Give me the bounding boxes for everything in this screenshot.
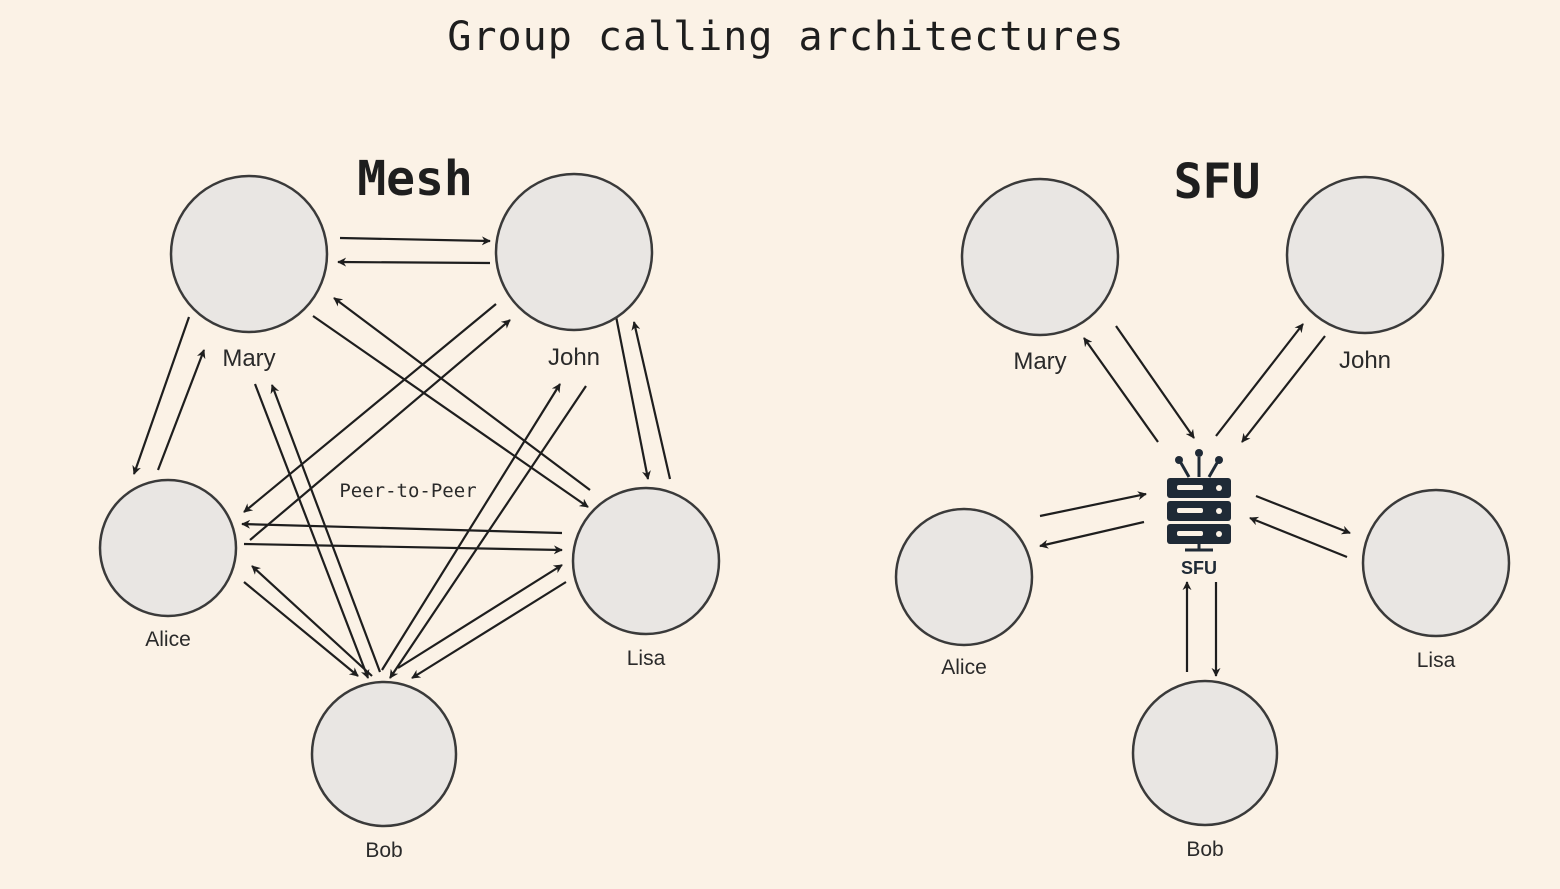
arrow-alice-to-bob: [243, 581, 359, 677]
sfu-connection-arrows: [1039, 323, 1351, 677]
mesh-avatar-alice: [98, 478, 238, 618]
sfu-label-lisa: Lisa: [1417, 649, 1456, 672]
arrow-mary-to-lisa: [312, 315, 589, 508]
arrow-alice-to-sfu: [1039, 491, 1147, 518]
avatar-ring: [1131, 679, 1279, 827]
avatar-ring: [894, 507, 1034, 647]
arrow-alice-to-john: [249, 319, 511, 541]
sfu-label-john: John: [1339, 347, 1391, 374]
avatar-background: [1133, 681, 1277, 825]
arrow-bob-to-mary: [270, 384, 382, 673]
avatar-ring: [1361, 488, 1511, 638]
mesh-label-bob: Bob: [365, 839, 402, 862]
arrow-mary-to-alice: [132, 316, 191, 475]
arrow-bob-to-lisa: [397, 564, 563, 669]
avatar-ring: [169, 174, 329, 334]
arrow-sfu-to-lisa: [1255, 494, 1351, 535]
sfu-avatar-lisa: [1361, 488, 1511, 638]
sfu-avatar-john: [1285, 175, 1445, 335]
avatar-background: [1363, 490, 1509, 636]
arrow-mary-to-john: [339, 236, 491, 246]
arrow-lisa-to-bob: [411, 581, 567, 679]
avatar-ring: [571, 486, 721, 636]
page-title: Group calling architectures: [447, 14, 1124, 60]
arrow-john-to-alice: [243, 303, 497, 513]
avatar-ring: [98, 478, 238, 618]
sfu-label-bob: Bob: [1186, 838, 1223, 861]
mesh-label-lisa: Lisa: [627, 647, 666, 670]
arrow-bob-to-alice: [251, 565, 373, 677]
sfu-label-mary: Mary: [1013, 348, 1066, 375]
arrow-bob-to-john: [381, 383, 561, 671]
arrow-alice-to-mary: [156, 349, 206, 471]
avatar-background: [312, 682, 456, 826]
sfu-label-alice: Alice: [941, 656, 987, 679]
avatar-background: [962, 179, 1118, 335]
arrow-lisa-to-john: [631, 321, 672, 480]
avatar-background: [496, 174, 652, 330]
mesh-peer-to-peer-label: Peer-to-Peer: [339, 480, 476, 502]
sfu-avatar-alice: [894, 507, 1034, 647]
avatar-ring: [494, 172, 654, 332]
avatar-background: [896, 509, 1032, 645]
arrow-john-to-sfu: [1241, 335, 1326, 443]
arrow-john-to-mary: [337, 257, 491, 267]
sfu-avatar-mary: [960, 177, 1120, 337]
arrow-sfu-to-alice: [1039, 520, 1145, 549]
avatar-background: [171, 176, 327, 332]
mesh-label-mary: Mary: [222, 345, 275, 372]
avatar-ring: [1285, 175, 1445, 335]
sfu-heading: SFU: [1174, 154, 1261, 210]
mesh-avatar-john: [494, 172, 654, 332]
arrow-mary-to-bob: [253, 383, 370, 679]
arrow-lisa-to-alice: [241, 519, 563, 535]
avatar-background: [1287, 177, 1443, 333]
mesh-avatar-bob: [310, 680, 458, 828]
arrow-john-to-lisa: [612, 305, 651, 480]
arrow-lisa-to-sfu: [1249, 516, 1348, 559]
arrow-lisa-to-mary: [333, 297, 591, 491]
avatar-background: [573, 488, 719, 634]
avatar-ring: [960, 177, 1120, 337]
mesh-label-alice: Alice: [145, 628, 191, 651]
mesh-heading: Mesh: [357, 151, 473, 207]
mesh-label-john: John: [548, 344, 600, 371]
mesh-avatar-mary: [169, 174, 329, 334]
mesh-connection-arrows: [132, 236, 672, 679]
arrow-mary-to-sfu: [1115, 325, 1195, 439]
avatar-background: [100, 480, 236, 616]
arrow-sfu-to-john: [1215, 323, 1304, 437]
avatar-ring: [310, 680, 458, 828]
arrow-alice-to-lisa: [243, 542, 563, 555]
sfu-server-icon: [1167, 449, 1231, 552]
arrow-sfu-to-mary: [1083, 337, 1159, 443]
sfu-server-label: SFU: [1181, 558, 1217, 578]
mesh-avatar-lisa: [571, 486, 721, 636]
sfu-avatar-bob: [1131, 679, 1279, 827]
